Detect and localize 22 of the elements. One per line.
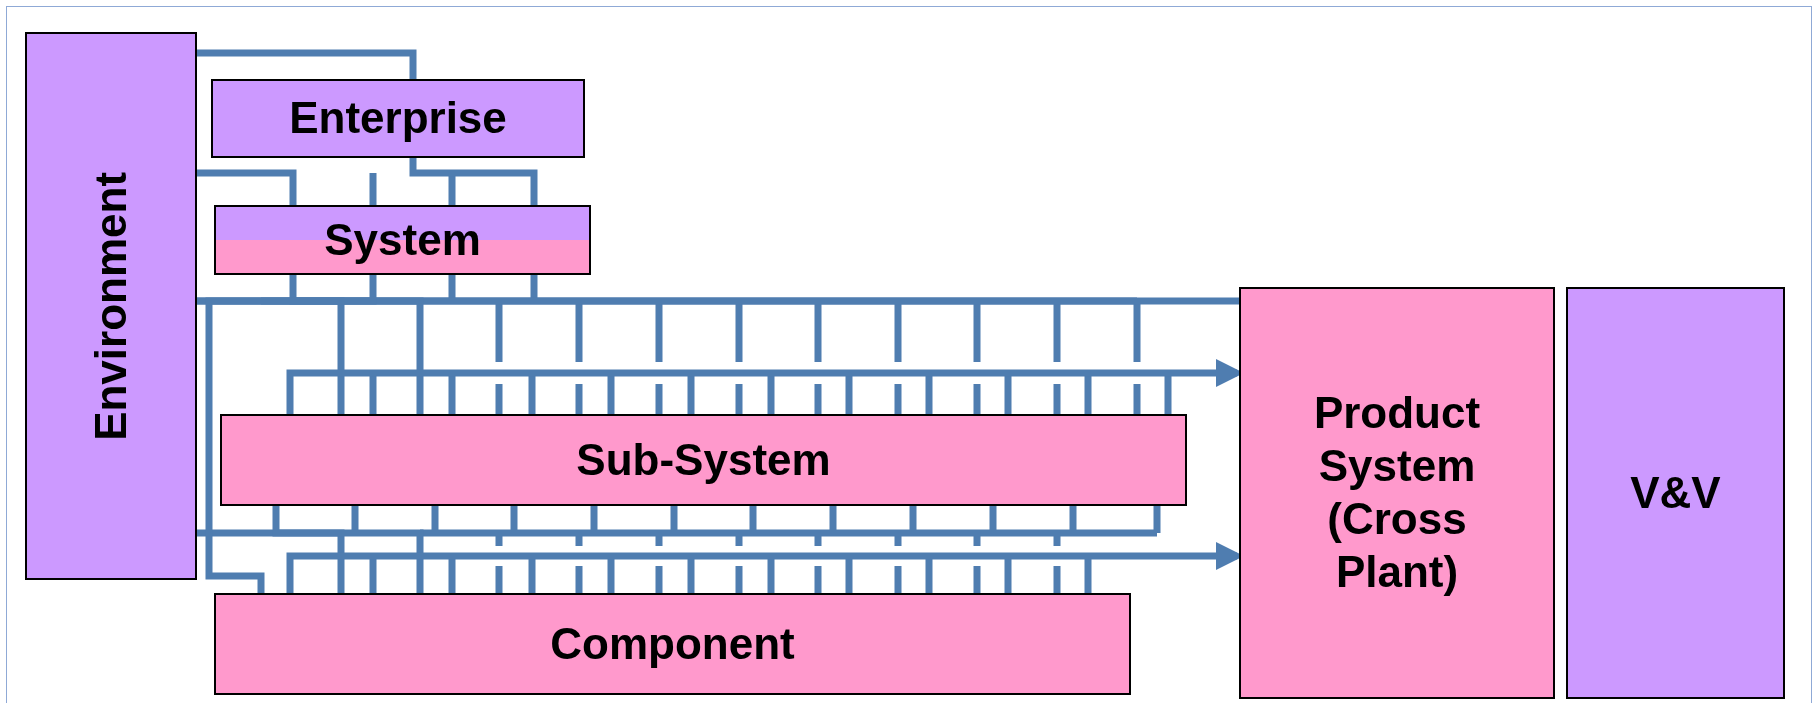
process-box [214, 593, 1131, 695]
box-label: Sub-System [576, 433, 831, 486]
process-box [214, 205, 591, 275]
connector-line [197, 49, 417, 79]
process-box [1566, 287, 1785, 699]
connector-line [272, 506, 424, 593]
connector-line [197, 169, 297, 205]
box-label: V&V [1630, 466, 1721, 519]
box-label: Product System (Cross Plant) [1312, 387, 1482, 598]
connector-line [197, 529, 345, 593]
box-label: Environment [84, 171, 136, 441]
box-label: Enterprise [289, 92, 507, 145]
process-box [1239, 287, 1555, 699]
process-box [211, 79, 585, 158]
box-label: System [324, 213, 481, 266]
vertical-box [25, 32, 197, 580]
connector-line [409, 158, 538, 205]
connector-line [289, 275, 345, 414]
box-label: Component [550, 617, 795, 670]
connector-line [205, 275, 377, 593]
process-box [220, 414, 1187, 506]
connector-line [197, 297, 424, 414]
